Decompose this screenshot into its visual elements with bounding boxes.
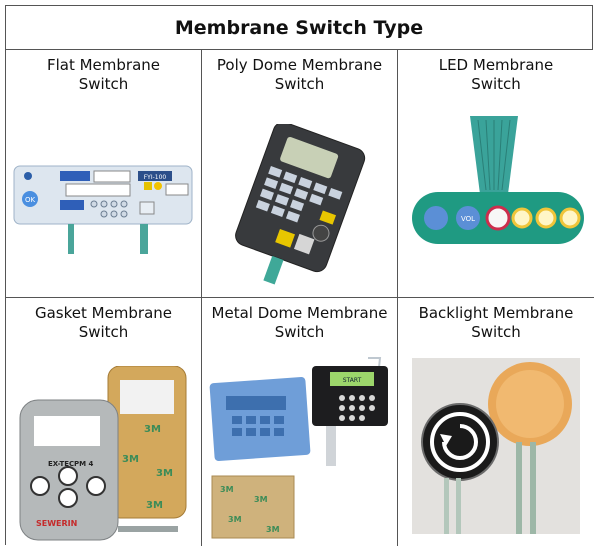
cell-label-line1: Metal Dome Membrane [211, 304, 388, 322]
cell-label-line2: Switch [78, 323, 129, 341]
cell-label-line1: Backlight Membrane [418, 304, 574, 322]
svg-text:3M: 3M [122, 454, 139, 465]
cell-label-line2: Switch [78, 75, 129, 93]
cell-label: Backlight Membrane Switch [398, 304, 594, 342]
led-membrane-switch-photo: VOL [410, 116, 586, 248]
metal-dome-membrane-switch-photo: START 3M 3M 3M 3M [208, 356, 394, 542]
cell-label-line1: Flat Membrane [46, 56, 161, 74]
svg-text:3M: 3M [228, 515, 242, 524]
cell-label: Metal Dome Membrane Switch [202, 304, 397, 342]
cell-flat-membrane: Flat Membrane Switch OK FYI-100 [6, 50, 202, 298]
cell-label-line2: Switch [274, 75, 325, 93]
cell-label-line1: Gasket Membrane [34, 304, 173, 322]
membrane-switch-table: Membrane Switch Type Flat Membrane Switc… [5, 5, 594, 546]
flat-model-label: FYI-100 [144, 174, 167, 181]
poly-dome-membrane-switch-photo [220, 124, 390, 290]
svg-text:3M: 3M [254, 495, 268, 504]
gasket-brand-label: EX-TEC [48, 460, 74, 468]
gasket-model-label: PM 4 [74, 460, 94, 468]
metal-display-label: START [343, 377, 362, 384]
cell-metal-dome-membrane: Metal Dome Membrane Switch START [202, 298, 398, 546]
table-title: Membrane Switch Type [6, 6, 592, 50]
cell-backlight-membrane: Backlight Membrane Switch [398, 298, 594, 546]
cell-label: LED Membrane Switch [398, 56, 594, 94]
svg-text:3M: 3M [266, 525, 280, 534]
cell-label-line2: Switch [471, 75, 521, 93]
cell-label-line1: Poly Dome Membrane [216, 56, 383, 74]
cell-label: Poly Dome Membrane Switch [202, 56, 397, 94]
backlight-membrane-switch-photo [412, 358, 580, 534]
cell-gasket-membrane: Gasket Membrane Switch 3M 3M 3M 3M EX-TEC P… [6, 298, 202, 546]
cell-led-membrane: LED Membrane Switch VOL [398, 50, 594, 298]
svg-text:VOL: VOL [461, 215, 475, 223]
svg-text:3M: 3M [156, 468, 173, 479]
cell-label-line2: Switch [274, 323, 325, 341]
cell-label-line2: Switch [471, 323, 521, 341]
gasket-membrane-switch-photo: 3M 3M 3M 3M EX-TEC PM 4 SEWERIN [16, 366, 198, 542]
gasket-maker-label: SEWERIN [36, 519, 77, 528]
cell-label: Flat Membrane Switch [6, 56, 201, 94]
flat-membrane-switch-photo: OK FYI-100 [12, 162, 196, 264]
svg-text:OK: OK [25, 196, 36, 204]
cell-poly-dome-membrane: Poly Dome Membrane Switch [202, 50, 398, 298]
svg-text:3M: 3M [220, 485, 234, 494]
svg-text:3M: 3M [146, 500, 163, 511]
cell-label-line1: LED Membrane [438, 56, 554, 74]
cell-label: Gasket Membrane Switch [6, 304, 201, 342]
svg-text:3M: 3M [144, 424, 161, 435]
